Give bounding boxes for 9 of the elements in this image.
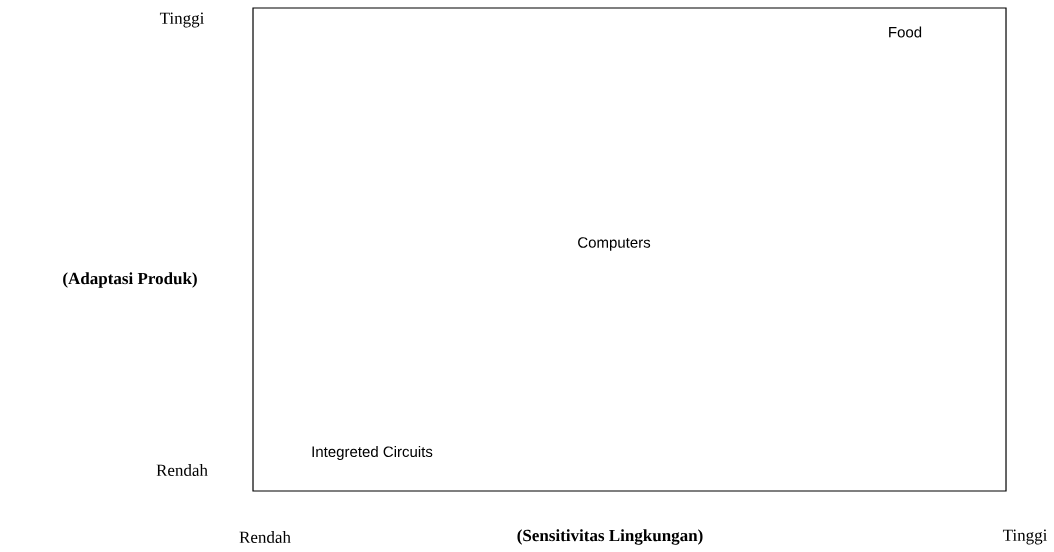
axis-label: (Sensitivitas Lingkungan) [517, 529, 703, 545]
axis-label: Rendah [156, 464, 208, 476]
axis-label: (Adaptasi Produk) [63, 272, 197, 288]
item-label: Computers [578, 237, 651, 251]
axis-label: Tinggi [159, 12, 205, 28]
item-label: Food [889, 26, 922, 38]
item-label: Integreted Circuits [312, 446, 433, 460]
axis-label: Tinggi [1002, 529, 1048, 545]
axis-label: Rendah [239, 531, 291, 543]
